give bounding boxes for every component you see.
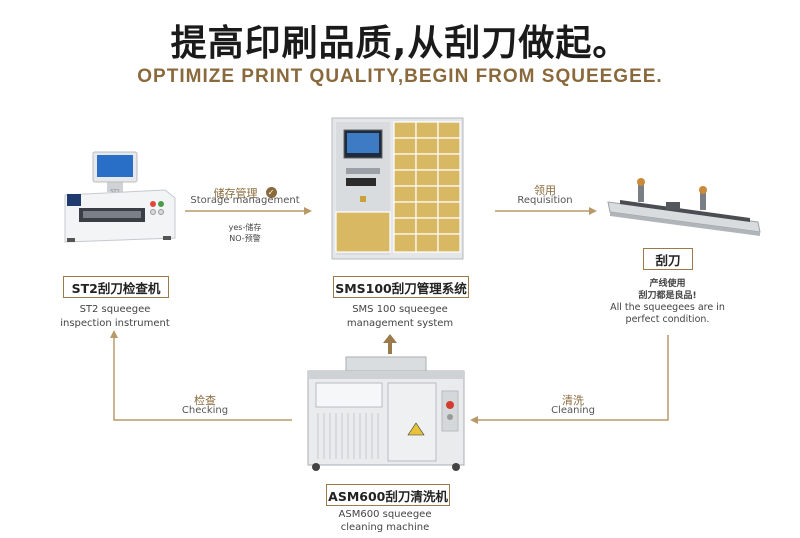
st2-inspection-instrument-image: ST2 — [64, 151, 176, 243]
squeegee-note-en-1: All the squeegees are in — [610, 302, 725, 313]
page-title: 提高印刷品质,从刮刀做起。 — [170, 23, 630, 64]
asm600-desc-line2: cleaning machine — [340, 522, 430, 533]
asm600-description: ASM600 squeegee cleaning machine — [310, 508, 460, 534]
storage-yes-label: yes-储存 — [228, 223, 262, 232]
storage-no-label: NO-预警 — [229, 234, 261, 243]
st2-description: ST2 squeegee inspection instrument — [40, 303, 190, 331]
squeegee-node-box: 刮刀 — [643, 248, 693, 270]
up-arrow-icon — [383, 334, 397, 354]
cleaning-arrow — [470, 335, 669, 424]
checking-label-en: Checking — [181, 405, 229, 416]
asm600-node-box: ASM600刮刀清洗机 — [326, 484, 450, 506]
check-icon: ✓ — [265, 187, 277, 198]
storage-label-en: Storage management — [190, 195, 300, 206]
sms100-description: SMS 100 squeegee management system — [325, 303, 475, 331]
checking-label-cn: 检查 — [194, 394, 216, 407]
st2-node-box: ST2刮刀检查机 — [63, 276, 169, 298]
cleaning-label-en: Cleaning — [551, 405, 595, 416]
sms100-desc-line1: SMS 100 squeegee — [352, 304, 448, 315]
storage-label-cn: 储存管理 — [213, 187, 258, 200]
checking-arrow — [110, 330, 292, 421]
storage-label-group: 储存管理 ✓ — [190, 182, 300, 201]
cleaning-label-cn: 清洗 — [562, 394, 584, 407]
squeegee-description: 产线使用 刮刀都是良品! All the squeegees are in pe… — [595, 278, 740, 326]
asm600-desc-line1: ASM600 squeegee — [338, 509, 432, 520]
squeegee-image — [607, 178, 761, 236]
storage-sub-labels: yes-储存 NO-预警 — [205, 222, 285, 244]
squeegee-note-cn-1: 产线使用 — [649, 279, 686, 289]
page-subtitle: OPTIMIZE PRINT QUALITY,BEGIN FROM SQUEEG… — [137, 66, 663, 87]
locker-grid — [335, 121, 461, 253]
st2-node-label: ST2刮刀检查机 — [71, 280, 161, 296]
sms100-desc-line2: management system — [346, 318, 454, 329]
requisition-label-cn: 领用 — [534, 184, 556, 197]
st2-desc-line1: ST2 squeegee — [79, 304, 151, 315]
sms100-node-box: SMS100刮刀管理系统 — [333, 276, 469, 298]
asm600-cleaning-machine-image — [307, 356, 465, 471]
asm600-node-label: ASM600刮刀清洗机 — [328, 488, 448, 504]
sms100-cabinet-image — [331, 117, 464, 260]
squeegee-note-cn-2: 刮刀都是良品! — [638, 291, 697, 301]
st2-desc-line2: inspection instrument — [60, 318, 170, 329]
squeegee-node-label: 刮刀 — [655, 252, 681, 268]
squeegee-note-en-2: perfect condition. — [625, 314, 710, 325]
requisition-label-en: Requisition — [517, 195, 573, 206]
sms100-node-label: SMS100刮刀管理系统 — [335, 280, 467, 296]
